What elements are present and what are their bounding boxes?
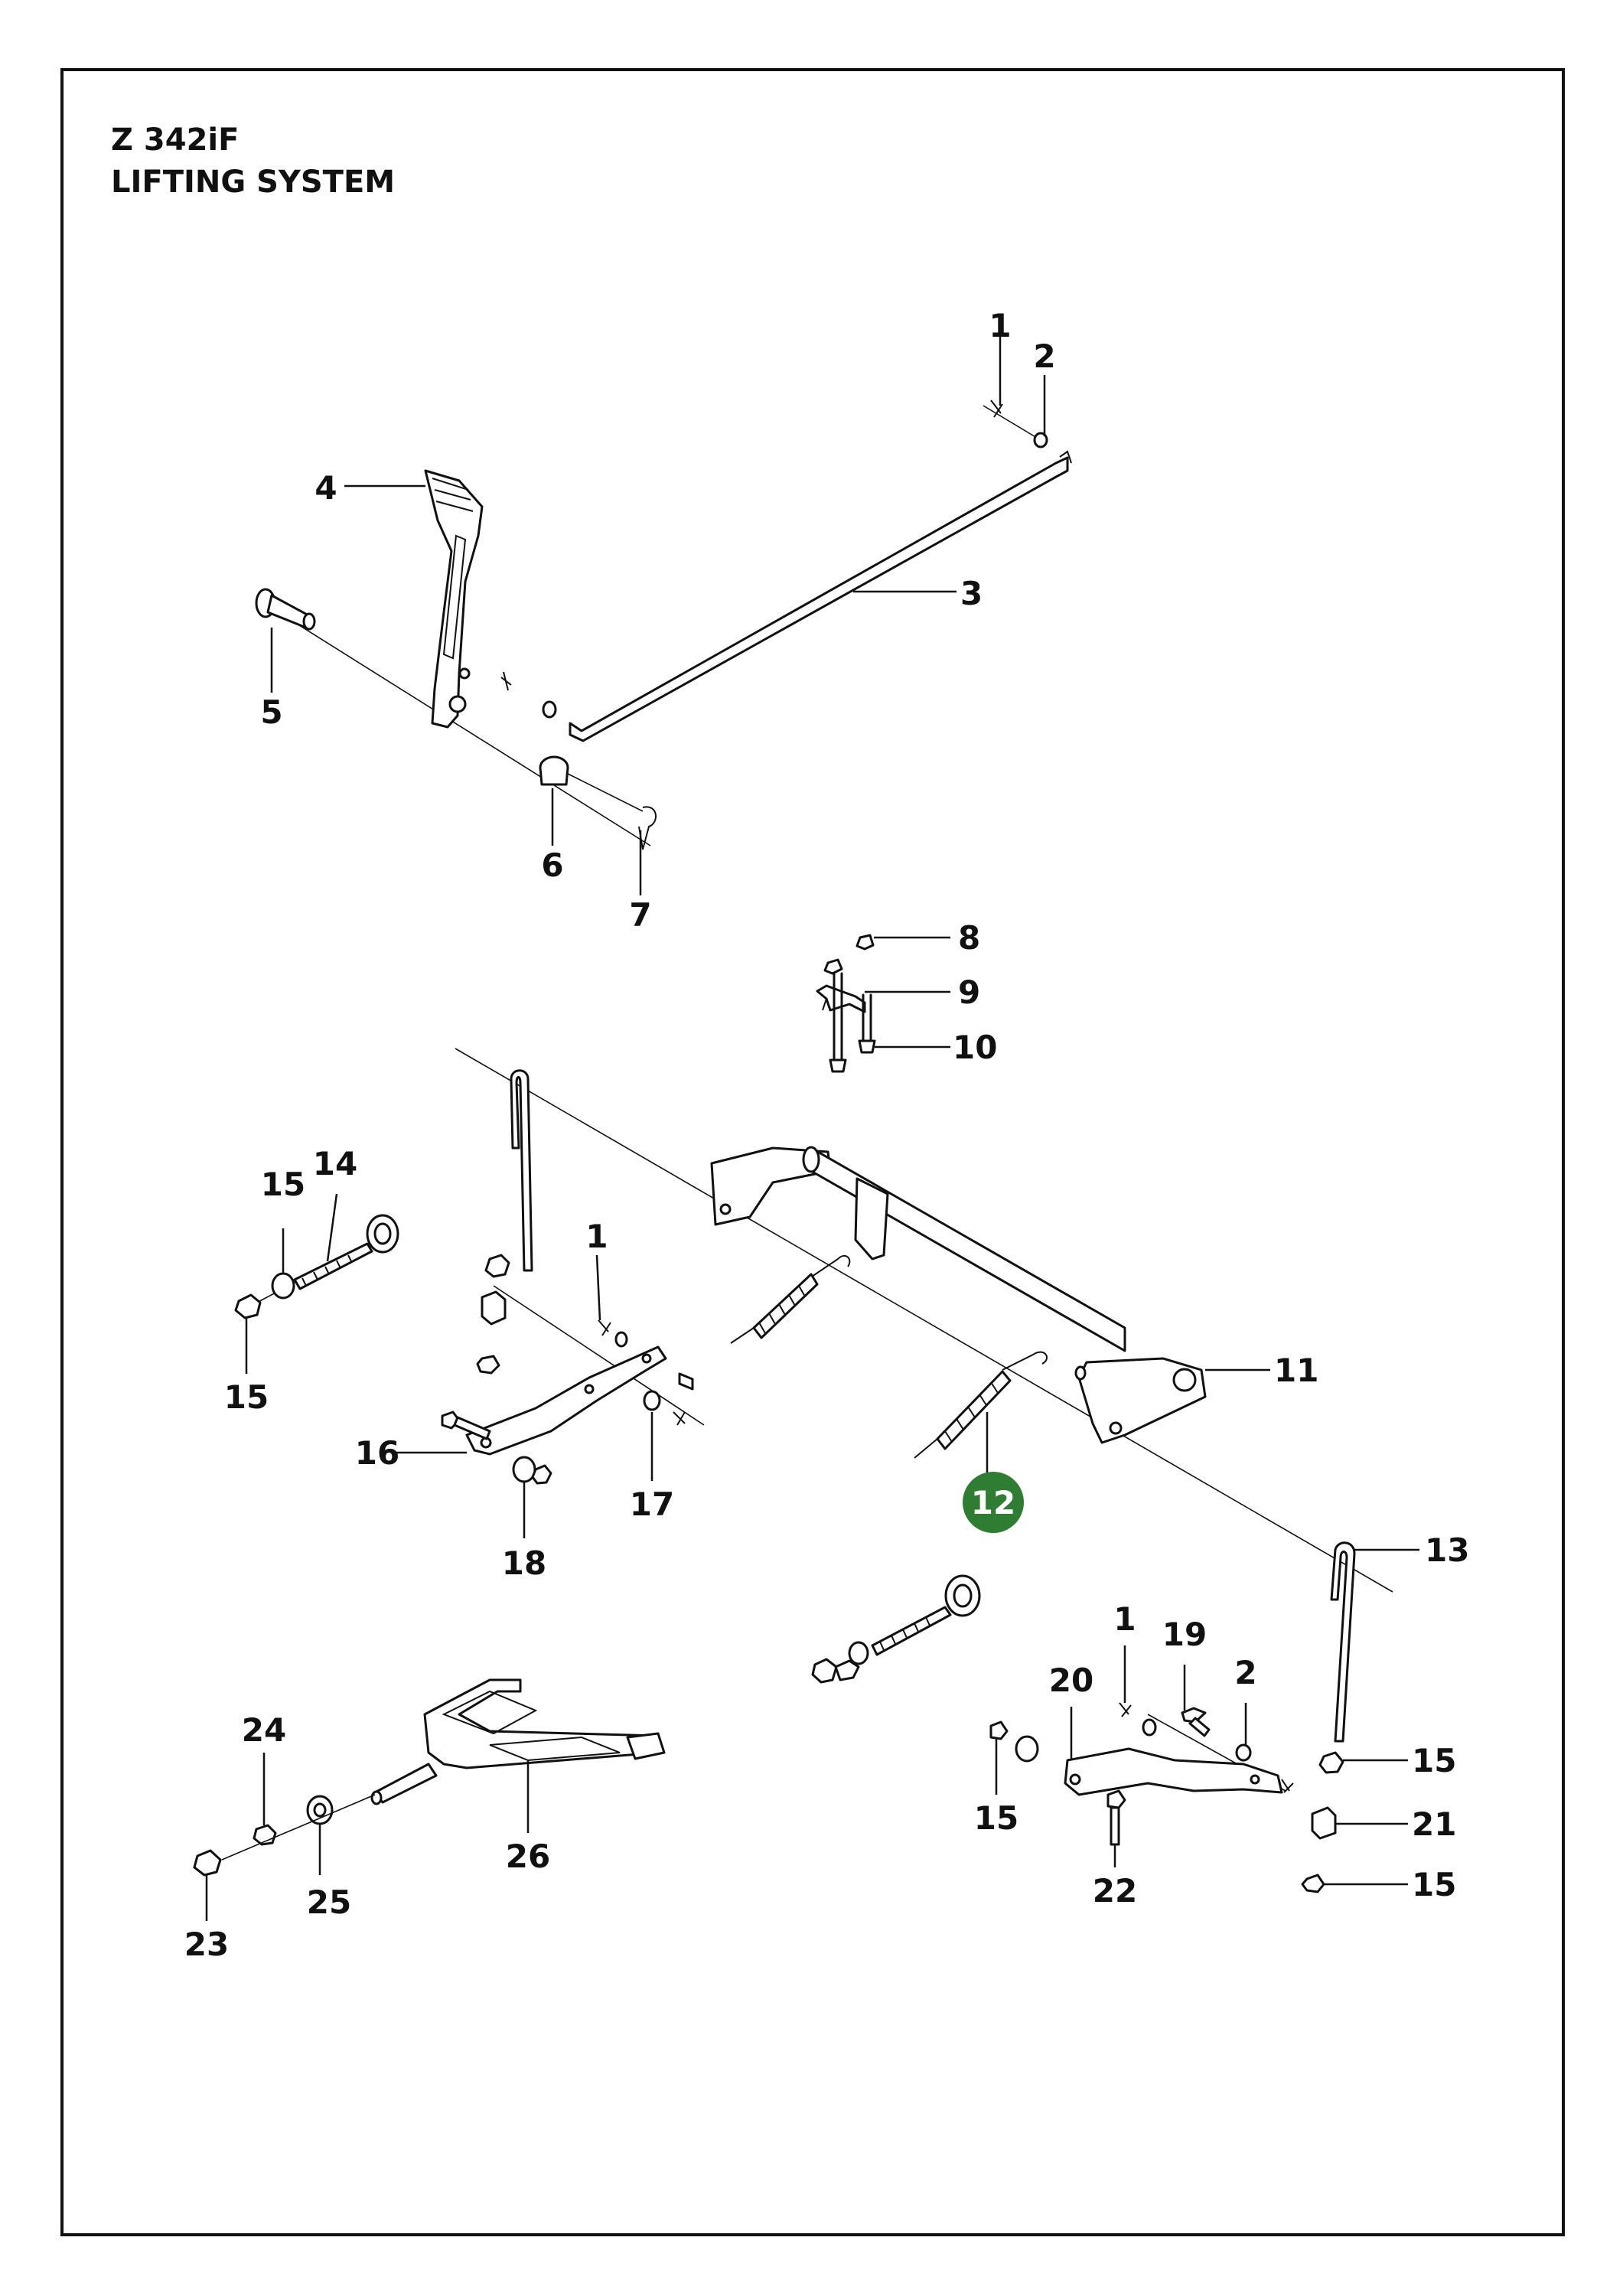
callout-20: 20 — [1049, 1662, 1093, 1699]
callout-15-left-bottom: 15 — [224, 1378, 269, 1416]
callout-17: 17 — [630, 1486, 674, 1523]
callout-7: 7 — [629, 896, 651, 934]
leaders-lever — [205, 1753, 530, 1921]
callout-18: 18 — [502, 1544, 546, 1582]
lift-rod-part — [569, 450, 1072, 742]
lift-lever-frame — [370, 1678, 666, 1805]
callout-6: 6 — [541, 846, 563, 884]
bushing-part — [539, 755, 569, 786]
hairpin-clip-part — [500, 671, 512, 691]
washer-part — [542, 700, 557, 719]
callout-2-right: 2 — [1234, 1654, 1256, 1691]
pedal-arm-part — [424, 469, 484, 729]
callout-2: 2 — [1033, 338, 1055, 375]
pedal-assembly — [255, 400, 1072, 850]
leaders-shaft — [1205, 1368, 1419, 1551]
drawing-frame — [60, 68, 1565, 2236]
callout-1-left: 1 — [585, 1218, 608, 1255]
callout-24: 24 — [242, 1711, 286, 1749]
callout-19: 19 — [1162, 1616, 1207, 1653]
leaders-right-link — [995, 1645, 1408, 1886]
callout-8: 8 — [958, 919, 980, 957]
callout-26: 26 — [506, 1838, 550, 1875]
callout-13: 13 — [1425, 1531, 1469, 1569]
callout-14: 14 — [313, 1145, 357, 1182]
left-eyebolt-group — [234, 1214, 399, 1319]
callout-12: 12 — [971, 1484, 1015, 1521]
callout-11: 11 — [1274, 1352, 1318, 1389]
callout-9: 9 — [958, 974, 980, 1011]
callout-16: 16 — [355, 1434, 399, 1472]
bracket-group — [816, 934, 876, 1073]
section-title: LIFTING SYSTEM — [111, 165, 396, 200]
lever-hardware — [193, 1794, 376, 1877]
center-eyebolt-group — [811, 1574, 981, 1684]
lift-shaft-assembly — [455, 1048, 1393, 1743]
callout-22: 22 — [1093, 1872, 1137, 1910]
callout-1-right: 1 — [1113, 1600, 1136, 1638]
callout-25: 25 — [307, 1883, 351, 1921]
cotter-pin-part — [565, 772, 657, 850]
callout-21: 21 — [1412, 1805, 1456, 1843]
callout-10: 10 — [953, 1029, 997, 1066]
callout-23: 23 — [184, 1926, 229, 1963]
callout-15-right-left: 15 — [974, 1799, 1018, 1837]
rod-end-clip-part — [983, 400, 1048, 448]
left-link-arm — [441, 1254, 705, 1485]
model-title: Z 342iF — [111, 122, 240, 158]
highlight-badge — [963, 1472, 1024, 1533]
callout-3: 3 — [960, 575, 983, 612]
callout-1: 1 — [989, 307, 1011, 344]
callout-4: 4 — [314, 469, 337, 507]
callout-labels: 1 2 3 4 5 6 7 8 9 10 11 12 13 14 15 15 1… — [184, 307, 1470, 1963]
callout-5: 5 — [260, 693, 282, 731]
callout-15-right-bottom: 15 — [1412, 1866, 1456, 1903]
leaders-left-link — [396, 1254, 653, 1538]
leaders-upper — [270, 337, 1046, 895]
leaders-left-eyebolt — [245, 1193, 338, 1374]
leaders-bracket — [865, 936, 950, 1049]
clevis-pin-part — [255, 588, 316, 631]
callout-15-left-top: 15 — [261, 1166, 305, 1203]
extension-spring-part — [730, 1254, 1048, 1459]
right-link-arm — [989, 1702, 1344, 1893]
callout-15-right-top: 15 — [1412, 1742, 1456, 1779]
highlight-circle — [963, 1472, 1024, 1533]
